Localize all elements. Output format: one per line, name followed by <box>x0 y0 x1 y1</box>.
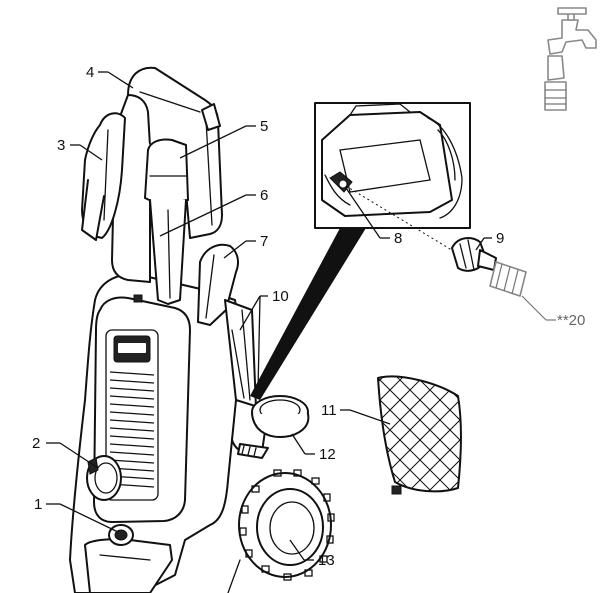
callout-20: **20 <box>557 312 585 329</box>
callout-7: 7 <box>260 233 268 250</box>
leader-lines <box>46 71 556 561</box>
callout-4: 4 <box>86 64 94 81</box>
callout-5: 5 <box>260 118 268 135</box>
indicator-square <box>133 294 143 303</box>
callout-9: 9 <box>496 230 504 247</box>
callout-8: 8 <box>394 230 402 247</box>
accessory-holder <box>144 138 189 305</box>
connection-dotted-line <box>345 185 456 253</box>
callout-1: 1 <box>34 496 42 513</box>
hose-reel <box>227 469 335 593</box>
callout-10: 10 <box>272 288 289 305</box>
callout-12: 12 <box>319 446 336 463</box>
hose-coupling <box>451 237 497 272</box>
callout-11: 11 <box>321 402 337 419</box>
grille-frame <box>105 329 159 501</box>
gun-holder <box>197 243 239 326</box>
water-inlet-ring <box>237 395 310 459</box>
garden-hose-accessory <box>489 7 597 307</box>
callout-2: 2 <box>32 435 40 452</box>
inset-detail <box>314 102 471 253</box>
hose-holder <box>81 112 126 241</box>
main-switch <box>108 524 134 546</box>
net-mesh <box>378 376 461 492</box>
accessory-storage-net <box>377 375 462 495</box>
coupling-ribs <box>241 445 257 457</box>
zoom-pointer <box>250 228 366 400</box>
callout-3: 3 <box>57 137 65 154</box>
pressure-control-dial <box>86 455 122 501</box>
callout-labels: 1 2 3 4 5 6 7 8 9 10 11 12 13 **20 <box>32 64 585 569</box>
machine-body <box>69 273 242 593</box>
callout-6: 6 <box>260 187 268 204</box>
reel-teeth <box>239 469 335 581</box>
callout-13: 13 <box>318 552 335 569</box>
net-tab <box>391 485 402 495</box>
